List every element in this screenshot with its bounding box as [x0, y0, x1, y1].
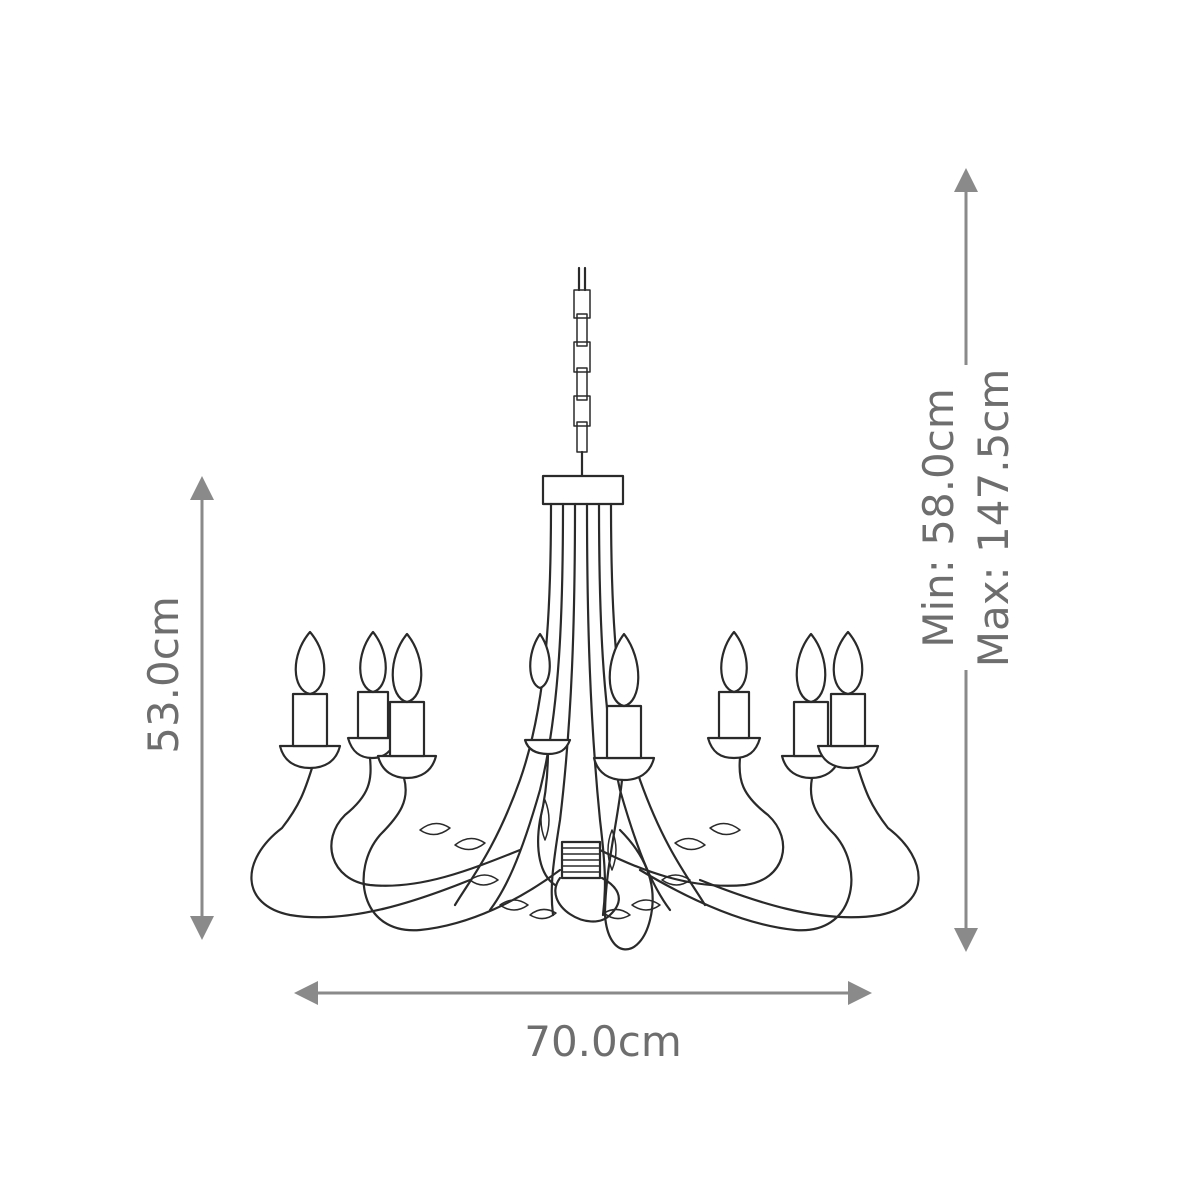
candle-8	[816, 630, 880, 770]
candle-3	[376, 632, 438, 780]
bottom-loop	[554, 876, 620, 923]
width-dimension: 70.0cm	[294, 981, 872, 1066]
arrow-down-icon	[954, 928, 978, 952]
arrow-down-icon	[190, 916, 214, 940]
arrow-up-icon	[190, 476, 214, 500]
candle-5	[592, 632, 656, 782]
leaf-decorations	[419, 799, 741, 920]
candle-6	[706, 630, 762, 760]
height-dimension: 53.0cm	[139, 476, 214, 940]
candle-4	[523, 632, 572, 756]
candles	[278, 630, 880, 782]
height-label: 53.0cm	[139, 596, 188, 754]
hub-cap	[541, 474, 625, 506]
arrow-right-icon	[848, 981, 872, 1005]
chandelier-illustration	[250, 266, 920, 951]
drop-min-label: Min: 58.0cm	[914, 388, 963, 648]
arrow-up-icon	[954, 168, 978, 192]
center-collar	[560, 840, 602, 880]
width-label: 70.0cm	[524, 1017, 682, 1066]
arrow-left-icon	[294, 981, 318, 1005]
arms	[250, 748, 920, 951]
candle-1	[278, 630, 342, 770]
chain	[573, 266, 591, 478]
drop-dimension: Min: 58.0cm Max: 147.5cm	[914, 168, 1018, 952]
drop-max-label: Max: 147.5cm	[969, 369, 1018, 668]
candle-2	[346, 630, 398, 760]
